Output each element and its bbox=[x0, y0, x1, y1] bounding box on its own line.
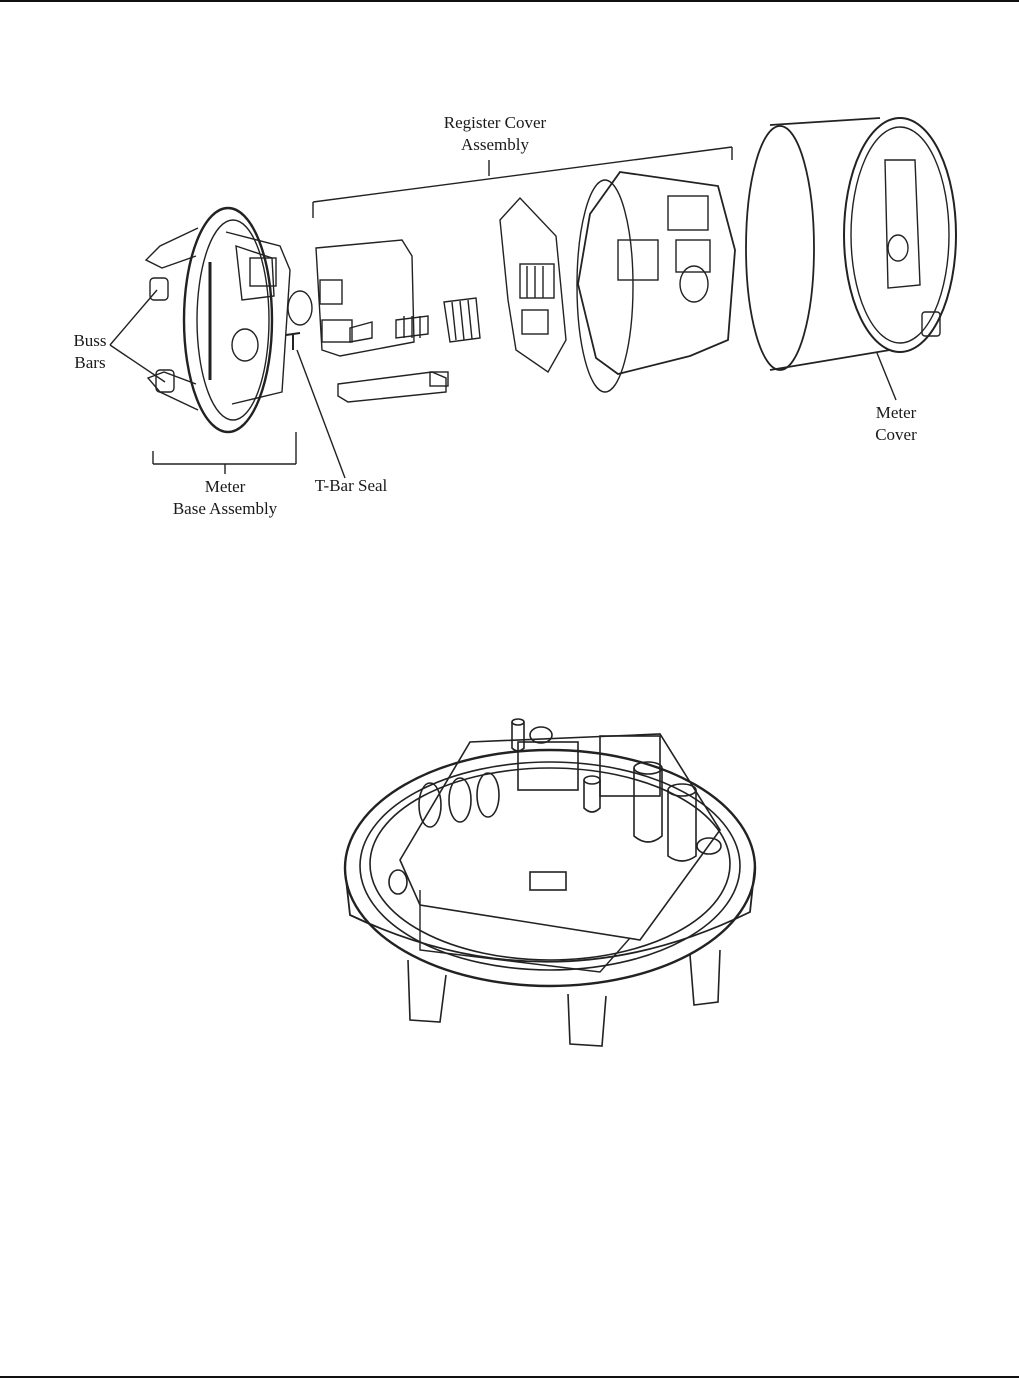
meter-base-ring bbox=[345, 750, 755, 986]
meter-base-feet bbox=[408, 950, 720, 1046]
power-board bbox=[400, 734, 720, 972]
